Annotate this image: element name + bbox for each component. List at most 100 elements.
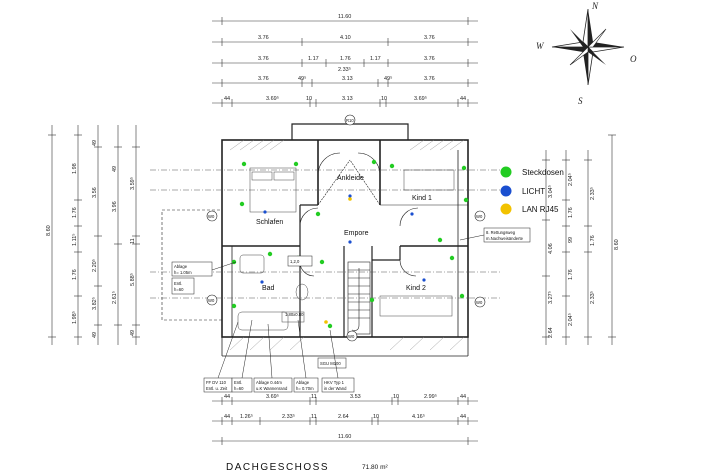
dim-bot-r2-c: 2.33⁵ <box>282 413 295 420</box>
callout-5-a: HKV Typ 1 <box>324 380 345 385</box>
dim-left-c2-a: 1.98 <box>72 163 78 174</box>
window-label-bottom: W0 <box>348 334 355 339</box>
note-rfd: 1,2,0 <box>290 259 300 264</box>
axis-lines <box>150 169 500 299</box>
dim-bot-r2-h: 44 <box>460 414 466 420</box>
dim-bot-r2-a: 44 <box>224 414 230 420</box>
dim-top-r3-c: 1.76 <box>340 56 351 62</box>
note-ablage-left-1: Ablage <box>174 264 188 269</box>
dim-left-c5-a: 3.59⁵ <box>129 177 136 190</box>
dim-top-r5-g: 44 <box>460 96 466 102</box>
callout-3-b: u.K Wannenrand <box>256 386 288 391</box>
top-dimension-lines <box>212 17 478 107</box>
dim-bot-total: 11.60 <box>338 434 351 440</box>
dim-right-c1-c: 3.27⁵ <box>547 291 554 304</box>
dim-left-c4-b: 3.96 <box>112 201 118 212</box>
dim-bot-r1-g: 44 <box>460 394 466 400</box>
room-kind2: Kind 2 <box>406 285 426 292</box>
dim-bot-r1-d: 3.53 <box>350 394 361 400</box>
callout-2-a: Entl. <box>234 380 242 385</box>
legend-swatch-light <box>500 185 512 197</box>
roof-hatching <box>229 139 465 351</box>
right-dimension-lines <box>542 134 616 345</box>
outlet-markers <box>231 159 469 329</box>
dim-left-c2-c: 1.11⁵ <box>71 233 78 246</box>
legend-label-outlet: Steckdosen <box>522 168 564 177</box>
dim-right-c3-c: 2.33⁵ <box>589 291 596 304</box>
dim-right-c1-b: 4.06 <box>548 243 554 254</box>
dim-left-c4-c: 2.61⁵ <box>111 291 118 304</box>
dim-top-r3-mid: 2.33⁵ <box>338 66 351 73</box>
dim-right-c3-b: 1.76 <box>590 235 596 246</box>
dim-top-r2-c: 3.76 <box>424 35 435 41</box>
dim-right-c2-b: 1.76 <box>568 207 574 218</box>
door-swings <box>299 152 419 277</box>
note-right-box-2: m.Nachweisänderte <box>486 236 524 241</box>
compass-o: O <box>630 54 637 64</box>
callout-4-b: h= 0.70m <box>296 386 314 391</box>
legend-swatch-lan <box>500 203 512 215</box>
legend-swatch-outlet <box>500 166 512 178</box>
compass-n: N <box>591 1 599 11</box>
lan-markers <box>324 197 352 324</box>
dim-top-r5-d: 3.13 <box>342 96 353 102</box>
dim-left-c5-c: 5.88⁵ <box>129 273 136 286</box>
callout-4-a: Ablage <box>296 380 310 385</box>
callout-1-a: FF DV 110 <box>206 380 227 385</box>
callout-1-b: Entl. u. Zeit <box>206 386 228 391</box>
dim-top-total: 11.60 <box>338 14 351 20</box>
dim-bot-r1-e: 10 <box>393 394 399 400</box>
dim-right-c1-a: 3.04⁵ <box>547 185 554 198</box>
dim-left-c3-d: 3.82⁵ <box>91 297 98 310</box>
callout-sgu: SGU M100 <box>320 361 341 366</box>
room-empore: Empore <box>344 230 369 237</box>
dim-top-r4-a: 3.76 <box>258 76 269 82</box>
note-right-box-1: 8. Rettungsweg <box>486 230 516 235</box>
dim-bot-r1-b: 3.69⁵ <box>266 393 279 400</box>
staircase <box>347 261 371 335</box>
dim-top-r3-d: 1.17 <box>370 56 381 62</box>
legend: Steckdosen LICHT LAN RJ45 <box>500 166 564 215</box>
dim-bot-r2-f: 10 <box>373 414 379 420</box>
callout-3-a: Ablage 0.44m <box>256 380 282 385</box>
left-dimension-lines <box>48 125 140 345</box>
dim-top-r4-d: 49⁵ <box>384 75 392 82</box>
dim-left-c3-c: 2.20⁵ <box>91 259 98 272</box>
dim-right-c2-d: 1.76 <box>568 269 574 280</box>
room-kind1: Kind 1 <box>412 195 432 202</box>
dim-top-r2-b: 4.10 <box>340 35 351 41</box>
dim-right-c3-a: 2.33⁵ <box>589 187 596 200</box>
dim-top-r5-e: 10 <box>381 96 387 102</box>
legend-label-lan: LAN RJ45 <box>522 205 559 214</box>
dim-left-c4-a: 49 <box>112 166 118 172</box>
note-ablage-left-2: h= 1.05m <box>174 270 192 275</box>
dim-left-c3-e: 49 <box>92 332 98 338</box>
dim-bot-r1-c: 11 <box>311 394 317 400</box>
dim-bot-r2-b: 1.26⁵ <box>240 413 253 420</box>
dim-left-c5-d: 49 <box>130 330 136 336</box>
dim-right-c2-a: 2.04⁵ <box>567 173 574 186</box>
note-boxes <box>171 227 531 393</box>
callout-leaders <box>211 234 485 379</box>
dim-left-c2-d: 1.76 <box>72 269 78 280</box>
dim-bot-r2-g: 4.16⁵ <box>412 413 425 420</box>
callout-5-b: in der Wand <box>324 386 347 391</box>
dim-bot-r2-d: 11 <box>311 414 317 420</box>
dim-top-r5-c: 10 <box>306 96 312 102</box>
window-label-right-2: W0 <box>476 300 483 305</box>
window-label-right-1: W0 <box>476 214 483 219</box>
legend-label-light: LICHT <box>522 187 545 196</box>
window-label-left-1: W0 <box>208 214 215 219</box>
dim-left-c5-b: 11 <box>130 238 136 244</box>
note-ablage2-2: h=60 <box>174 287 184 292</box>
bottom-dimension-lines <box>212 397 478 445</box>
dim-top-r3-e: 3.76 <box>424 56 435 62</box>
dim-top-r4-e: 3.76 <box>424 76 435 82</box>
dim-top-r5-b: 3.69⁵ <box>266 95 279 102</box>
room-bad: Bad <box>262 285 275 292</box>
dim-bot-r1-f: 2.99⁵ <box>424 393 437 400</box>
note-ablage2-1: Entl. <box>174 281 182 286</box>
dim-right-c2-c: 99 <box>568 237 574 243</box>
dim-top-r5-a: 44 <box>224 96 230 102</box>
